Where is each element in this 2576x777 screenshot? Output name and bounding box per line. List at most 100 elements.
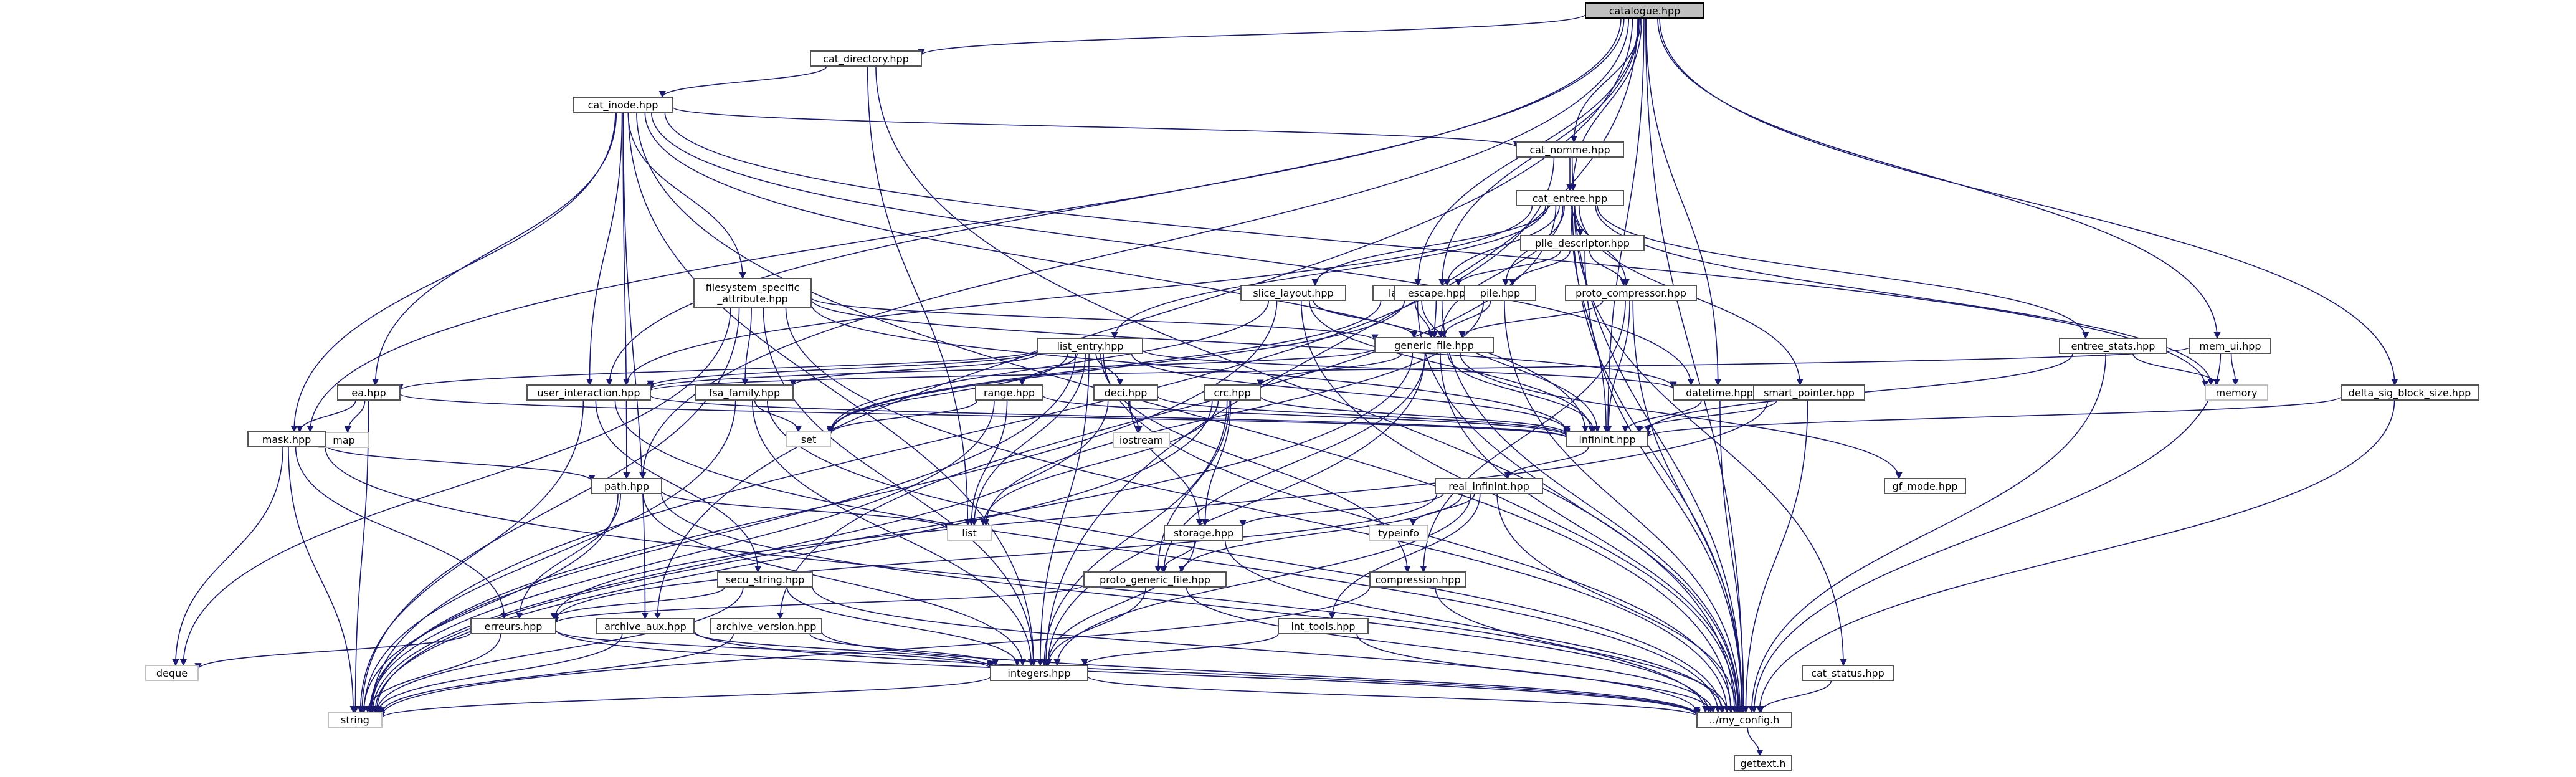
node-int_tools[interactable]: int_tools.hpp (1278, 618, 1369, 634)
node-my_config[interactable]: ../my_config.h (1696, 712, 1792, 728)
node-slice_layout[interactable]: slice_layout.hpp (1240, 285, 1346, 301)
edge-pile_descriptor-to-my_config (1584, 250, 1746, 713)
edge-pile_descriptor-to-pile (1509, 250, 1571, 287)
node-escape-label: escape.hpp (1408, 287, 1465, 299)
edge-cat_inode-to-user_interaction (586, 112, 623, 386)
edge-range-to-string (366, 399, 995, 713)
node-list: list (947, 525, 992, 541)
node-catalogue[interactable]: catalogue.hpp (1585, 2, 1704, 19)
node-compression-box (1369, 571, 1466, 588)
node-archive_aux[interactable]: archive_aux.hpp (596, 618, 695, 634)
node-cat_inode[interactable]: cat_inode.hpp (573, 97, 673, 113)
node-infinint[interactable]: infinint.hpp (1566, 431, 1648, 447)
edge-proto_generic_file-to-integers (1045, 586, 1146, 667)
edge-fsa_spec-to-deque (179, 307, 731, 667)
node-smart_pointer[interactable]: smart_pointer.hpp (1753, 384, 1865, 401)
node-int_tools-box (1278, 618, 1369, 634)
node-integers[interactable]: integers.hpp (990, 665, 1088, 681)
node-smart_pointer-label: smart_pointer.hpp (1764, 387, 1855, 399)
node-deci[interactable]: deci.hpp (1093, 384, 1158, 401)
edge-fsa_family-to-string (360, 399, 736, 713)
node-range-label: range.hpp (984, 387, 1035, 399)
edge-my_config-to-gettext (1747, 727, 1764, 757)
node-crc-box (1204, 384, 1261, 401)
edge-cat_inode-to-datetime (650, 112, 1694, 386)
node-proto_generic_file[interactable]: proto_generic_file.hpp (1083, 571, 1227, 588)
node-range[interactable]: range.hpp (975, 384, 1043, 401)
node-gf_mode[interactable]: gf_mode.hpp (1884, 478, 1966, 494)
edge-entree_stats-to-memory (2132, 353, 2220, 386)
edge-integers-to-my_config (1087, 675, 1701, 718)
node-integers-box (990, 665, 1088, 681)
node-archive_version[interactable]: archive_version.hpp (710, 618, 822, 634)
node-erreurs[interactable]: erreurs.hpp (470, 618, 556, 634)
node-cat_nomme[interactable]: cat_nomme.hpp (1516, 141, 1624, 158)
node-mask[interactable]: mask.hpp (247, 431, 326, 447)
node-mask-box (247, 431, 326, 447)
node-entree_stats[interactable]: entree_stats.hpp (2059, 338, 2167, 354)
edge-fsa_spec-to-integers (763, 307, 1037, 667)
node-path-box (591, 478, 662, 494)
edge-pile_descriptor-to-escape (1455, 250, 1561, 287)
edge-range-to-set (827, 399, 978, 435)
node-cat_directory[interactable]: cat_directory.hpp (810, 50, 922, 67)
node-iostream-box (1113, 432, 1170, 448)
edge-archive_aux-to-string (374, 633, 623, 713)
node-my_config-label: ../my_config.h (1709, 714, 1780, 727)
node-delta_sig[interactable]: delta_sig_block_size.hpp (2341, 384, 2479, 401)
node-cat_inode-label: cat_inode.hpp (588, 99, 658, 112)
edge-cat_directory-to-cat_inode (658, 65, 827, 98)
node-my_config-box (1696, 712, 1792, 728)
node-fsa_family[interactable]: fsa_family.hpp (695, 384, 794, 401)
node-cat_status[interactable]: cat_status.hpp (1802, 665, 1894, 681)
edge-fsa_spec-to-infinint (810, 303, 1571, 433)
node-proto_compressor[interactable]: proto_compressor.hpp (1565, 285, 1697, 301)
node-int_tools-label: int_tools.hpp (1291, 621, 1355, 633)
node-ea[interactable]: ea.hpp (337, 384, 401, 401)
edge-deci-to-string (369, 399, 1109, 713)
edge-cat_directory-to-list (867, 65, 971, 527)
edge-compression-to-my_config (1435, 586, 1731, 713)
edge-delta_sig-to-infinint (1644, 396, 2342, 438)
edge-list_entry-to-ea (396, 348, 1038, 391)
node-crc[interactable]: crc.hpp (1204, 384, 1261, 401)
node-path[interactable]: path.hpp (591, 478, 662, 494)
node-list_entry[interactable]: list_entry.hpp (1037, 338, 1143, 354)
node-gettext-box (1734, 755, 1792, 771)
node-ea-box (337, 384, 401, 401)
node-infinint-box (1566, 431, 1648, 447)
edge-slice_layout-to-infinint (1308, 300, 1595, 433)
edge-label-to-infinint (1421, 300, 1601, 433)
node-fsa_spec[interactable]: filesystem_specific_attribute.hpp (693, 278, 812, 308)
edge-mask-to-path (325, 444, 596, 482)
edge-proto_generic_file-to-erreurs (552, 584, 1085, 624)
node-secu_string[interactable]: secu_string.hpp (717, 571, 813, 588)
node-compression[interactable]: compression.hpp (1369, 571, 1466, 588)
node-gettext[interactable]: gettext.h (1734, 755, 1792, 771)
node-deci-box (1093, 384, 1158, 401)
node-generic_file[interactable]: generic_file.hpp (1374, 337, 1494, 353)
node-user_interaction-box (526, 384, 651, 401)
node-archive_aux-box (596, 618, 695, 634)
edge-delta_sig-to-my_config (1756, 399, 2395, 713)
node-pile_descriptor[interactable]: pile_descriptor.hpp (1520, 235, 1645, 251)
node-cat_status-label: cat_status.hpp (1811, 667, 1884, 680)
node-map-label: map (333, 434, 355, 446)
node-cat_entree[interactable]: cat_entree.hpp (1516, 190, 1624, 206)
node-string-box (328, 712, 383, 728)
node-user_interaction[interactable]: user_interaction.hpp (526, 384, 651, 401)
edge-cat_entree-to-list_entry (1111, 205, 1546, 340)
node-real_infinint[interactable]: real_infinint.hpp (1435, 478, 1543, 494)
node-mem_ui-label: mem_ui.hpp (2199, 340, 2261, 353)
edge-deci-to-iostream (1128, 399, 1143, 434)
node-archive_version-label: archive_version.hpp (716, 621, 817, 633)
edge-secu_string-to-my_config (812, 586, 1701, 714)
edge-path-to-integers (642, 493, 1027, 667)
edge-user_interaction-to-string (356, 399, 584, 713)
node-pile[interactable]: pile.hpp (1464, 285, 1536, 301)
node-datetime[interactable]: datetime.hpp (1673, 384, 1766, 401)
node-mem_ui[interactable]: mem_ui.hpp (2189, 338, 2271, 354)
node-storage[interactable]: storage.hpp (1164, 525, 1243, 541)
edge-list_entry-to-integers (1037, 353, 1090, 667)
